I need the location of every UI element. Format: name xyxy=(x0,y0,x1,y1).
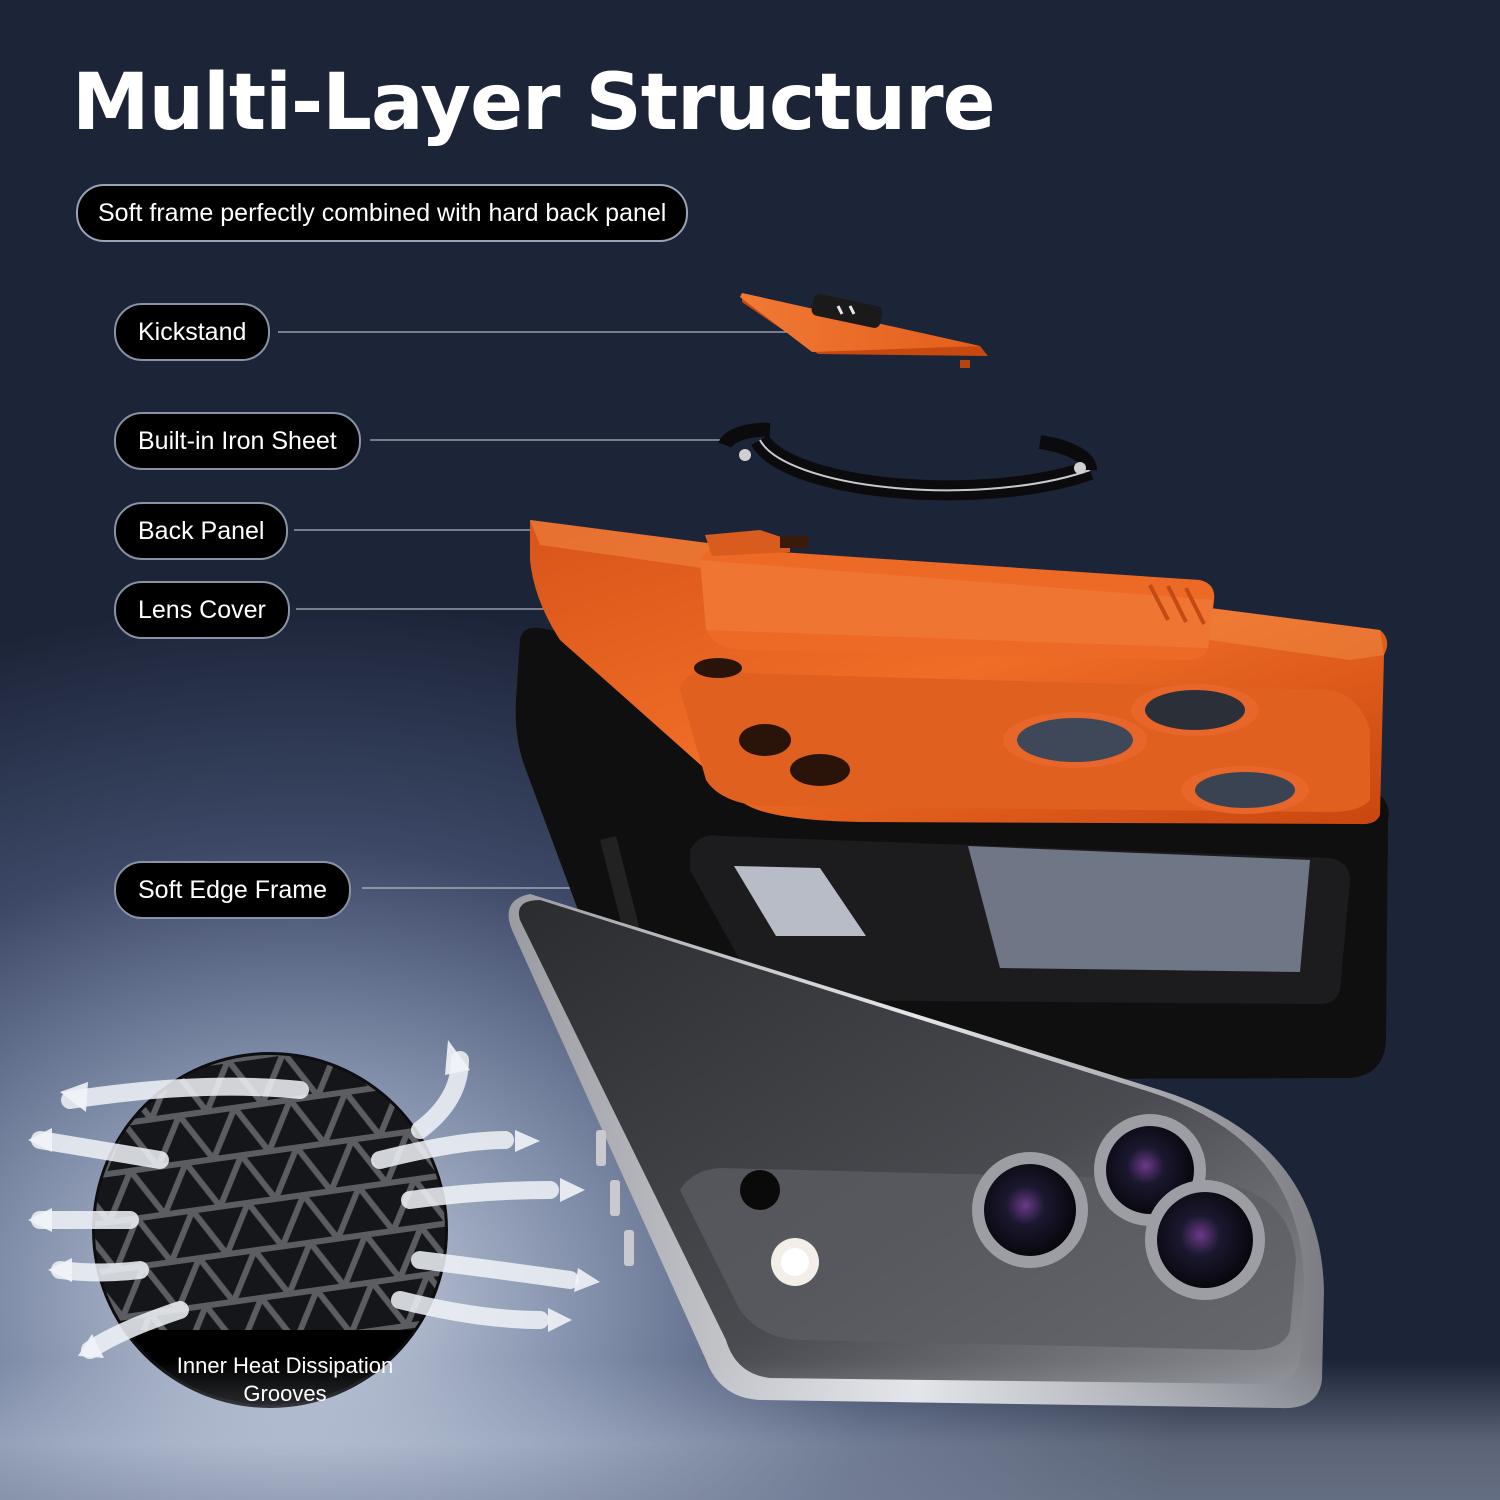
callout-lens-cover: Lens Cover xyxy=(114,581,290,639)
airflow-arrowheads xyxy=(28,1040,600,1358)
kickstand-part xyxy=(740,293,988,368)
callout-iron-sheet: Built-in Iron Sheet xyxy=(114,412,361,470)
phone-illustration xyxy=(508,894,1325,1409)
heat-grooves-label: Inner Heat Dissipation Grooves xyxy=(140,1352,430,1408)
subtitle-badge: Soft frame perfectly combined with hard … xyxy=(76,184,689,242)
page-title: Multi-Layer Structure xyxy=(72,58,995,148)
callout-back-panel: Back Panel xyxy=(114,502,289,560)
callout-kickstand: Kickstand xyxy=(114,303,271,361)
callout-soft-edge-frame: Soft Edge Frame xyxy=(114,861,351,919)
back-panel-part xyxy=(530,520,1388,825)
iron-sheet-part xyxy=(718,422,1097,501)
heat-grooves-line1: Inner Heat Dissipation xyxy=(176,1353,394,1378)
heat-grooves-line2: Grooves xyxy=(243,1381,327,1406)
